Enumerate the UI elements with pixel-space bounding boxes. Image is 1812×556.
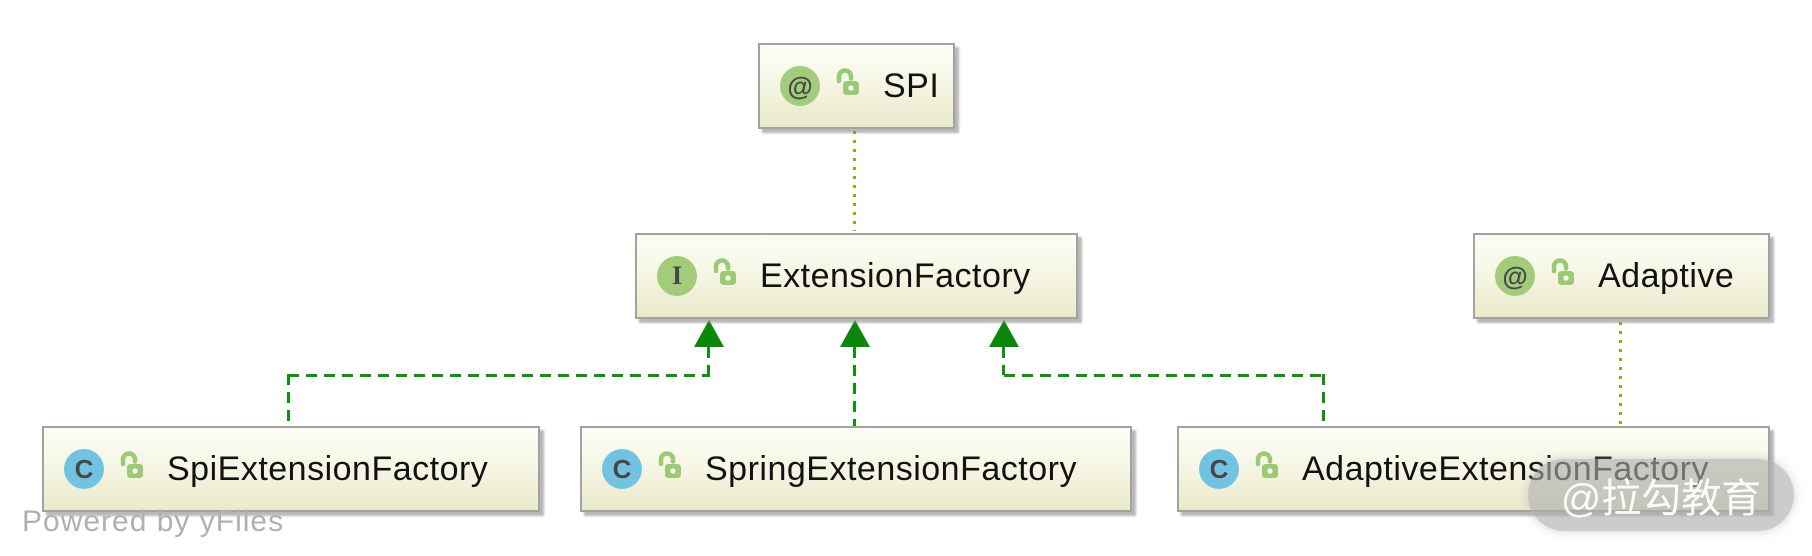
class-icon: C xyxy=(64,449,104,489)
unlocked-public-icon xyxy=(1549,258,1576,294)
node-adaptive[interactable]: @ Adaptive xyxy=(1473,233,1770,319)
yfiles-attribution: Powered by yFiles xyxy=(22,505,285,538)
edge-implements-spiextensionfactory xyxy=(288,374,710,377)
class-icon-glyph: C xyxy=(74,453,94,484)
implements-arrowhead-icon xyxy=(840,320,870,347)
edge-implements-adaptiveextensionfactory xyxy=(1004,374,1326,377)
edge-annotation-adaptive-to-adaptiveextensionfactory xyxy=(1619,322,1622,424)
node-spi[interactable]: @ SPI xyxy=(758,43,955,129)
annotation-icon: @ xyxy=(780,66,820,106)
unlocked-public-icon xyxy=(656,451,683,487)
node-label: SpiExtensionFactory xyxy=(167,449,489,488)
node-label: ExtensionFactory xyxy=(760,256,1031,295)
class-icon-glyph: C xyxy=(1209,453,1229,484)
edge-implements-adaptiveextensionfactory xyxy=(1322,374,1325,426)
edge-implements-spiextensionfactory xyxy=(287,374,290,426)
annotation-icon-glyph: @ xyxy=(1502,260,1528,291)
unlocked-public-icon xyxy=(834,68,861,104)
annotation-icon-glyph: @ xyxy=(787,70,813,101)
edge-implements-spiextensionfactory xyxy=(707,347,710,375)
node-spring-extension-factory[interactable]: C SpringExtensionFactory xyxy=(580,426,1132,512)
implements-arrowhead-icon xyxy=(694,320,724,347)
annotation-icon: @ xyxy=(1495,256,1535,296)
unlocked-public-icon xyxy=(711,258,738,294)
class-icon-glyph: C xyxy=(612,453,632,484)
node-label: Adaptive xyxy=(1598,256,1735,295)
node-spi-extension-factory[interactable]: C SpiExtensionFactory xyxy=(42,426,540,512)
interface-icon: I xyxy=(657,256,697,296)
node-label: SpringExtensionFactory xyxy=(705,449,1077,488)
lagou-watermark-text: @拉勾教育 xyxy=(1560,477,1762,521)
class-icon: C xyxy=(1199,449,1239,489)
node-label: SPI xyxy=(883,66,940,105)
edge-implements-springextensionfactory xyxy=(853,347,856,426)
edge-implements-adaptiveextensionfactory xyxy=(1002,347,1005,375)
lagou-watermark: @拉勾教育 xyxy=(1528,459,1794,531)
implements-arrowhead-icon xyxy=(989,320,1019,347)
unlocked-public-icon xyxy=(118,451,145,487)
unlocked-public-icon xyxy=(1253,451,1280,487)
node-extension-factory[interactable]: I ExtensionFactory xyxy=(635,233,1078,319)
interface-icon-glyph: I xyxy=(671,261,683,290)
edge-annotation-spi-to-extensionfactory xyxy=(853,131,856,231)
class-icon: C xyxy=(602,449,642,489)
